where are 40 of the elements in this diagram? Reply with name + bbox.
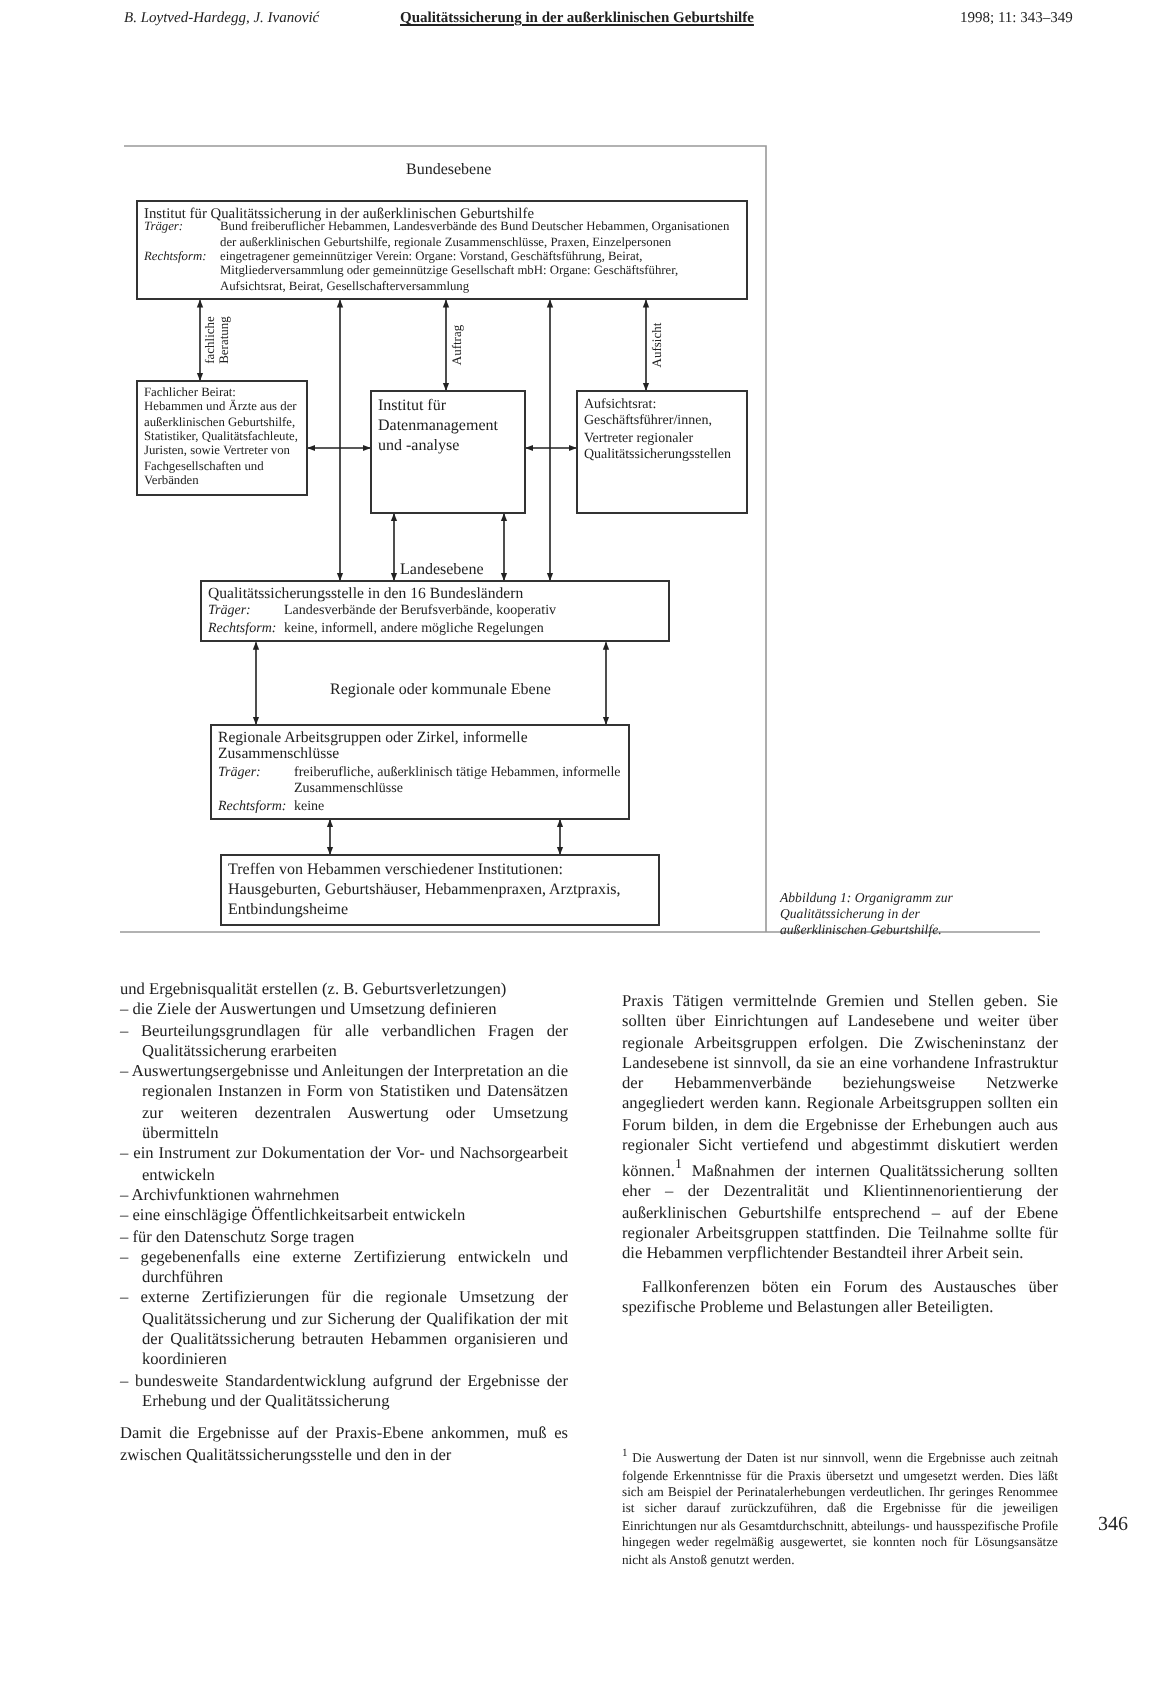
arrow xyxy=(307,444,371,452)
organization-box xyxy=(210,724,630,821)
list-item: – Archivfunktionen wahrnehmen xyxy=(120,1185,342,1206)
list-item: – die Ziele der Auswertungen und Umsetzung definieren xyxy=(120,1000,499,1022)
box-heading: Institut für Datenmanagement und -analyse xyxy=(378,396,500,456)
paragraph: Fallkonferenzen böten ein Forum des Austausches über spezifische Probleme und Belastungen aller Beteiligten. xyxy=(622,1277,1058,1319)
level-heading: Regionale oder kommunale Ebene xyxy=(330,680,551,698)
arrow xyxy=(525,444,577,452)
level-heading: Bundesebene xyxy=(406,160,492,178)
list-item: – Beurteilungsgrundlagen für alle verbandlichen Fragen der Qualitätssicherung erarbeiten xyxy=(120,1021,568,1063)
paragraph: und Ergebnisqualität erstellen (z. B. Geburtsverletzungen) xyxy=(120,980,509,1001)
organization-box xyxy=(370,390,526,514)
organization-box xyxy=(136,200,748,301)
list-item: – ein Instrument zur Dokumentation der Vor- und Nachsorgearbeit entwickeln xyxy=(120,1144,568,1186)
list-item: – für den Datenschutz Sorge tragen xyxy=(120,1227,357,1248)
level-heading: Landesebene xyxy=(400,560,484,578)
paragraph: Damit die Ergebnisse auf der Praxis-Ebene ankommen, muß es zwischen Qualitätssicherungsstelle und den in der xyxy=(120,1424,568,1466)
box-heading: Treffen von Hebammen verschiedener Institutionen: Hausgeburten, Geburtshäuser, Hebammenpraxen, Arztpraxis, Entbindungsheime xyxy=(228,860,623,920)
list-item: – eine einschlägige Öffentlichkeitsarbeit entwickeln xyxy=(120,1206,468,1228)
arrow xyxy=(252,641,260,725)
arrow xyxy=(196,299,204,381)
arrow xyxy=(556,819,564,855)
arrow xyxy=(642,299,650,391)
organization-box xyxy=(220,854,660,926)
arrow xyxy=(500,513,508,581)
organization-box xyxy=(200,580,670,643)
list-item: – externe Zertifizierungen für die regionale Umsetzung der Qualitätssicherung und zur Sicherung der Qualifikation der mit der Qualitätssicherung betrauten Hebammen organisieren und koordinieren xyxy=(120,1288,568,1372)
arrow xyxy=(546,299,554,581)
page-number: 346 xyxy=(1098,1514,1128,1536)
arrow xyxy=(390,513,398,581)
organization-box xyxy=(136,380,308,496)
organization-box xyxy=(576,390,748,514)
list-item: – gegebenenfalls eine externe Zertifizierung entwickeln und durchführen xyxy=(120,1247,568,1289)
arrow xyxy=(442,299,450,391)
arrow xyxy=(336,299,344,581)
arrow xyxy=(326,819,334,855)
paragraph: Praxis Tätigen vermittelnde Gremien und Stellen geben. Sie sollten über Einrichtungen auf Landesebene und weiter über regionale Arbeitsgruppen erfolgen. Die Zwischeninstanz der Landesebene ist sinnvoll, da sie an eine vorhandene Infrastruktur der Hebammenverbände beziehungsweise Netzwerke angegliedert werden kann. Regionale Arbeitsgruppen sollten ein Forum bilden, in dem die Ergebnisse der Erhebungen auch aus regionaler Sicht vertiefend und abgestimmt diskutiert werden können.$^{1}$ Maßnahmen der internen Qualitätssicherung sollten eher – der Dezentralität und Klientinnenorientierung der außerklinischen Geburtshilfe entsprechend – auf der Ebene regionaler Arbeitsgruppen stattfinden. Die Teilnahme sollte für die Hebammen verpflichtender Bestandteil ihrer Arbeit sein. xyxy=(622,992,1058,1266)
list-item: – Auswertungsergebnisse und Anleitungen der Interpretation an die regionalen Instanzen in Form von Statistiken und Datensätzen zur weiteren dezentralen Auswertung oder Umsetzung übermitteln xyxy=(120,1062,568,1145)
list-item: – bundesweite Standardentwicklung aufgrund der Ergebnisse der Erhebung und der Qualitätssicherung xyxy=(120,1371,568,1413)
arrow xyxy=(602,641,610,725)
